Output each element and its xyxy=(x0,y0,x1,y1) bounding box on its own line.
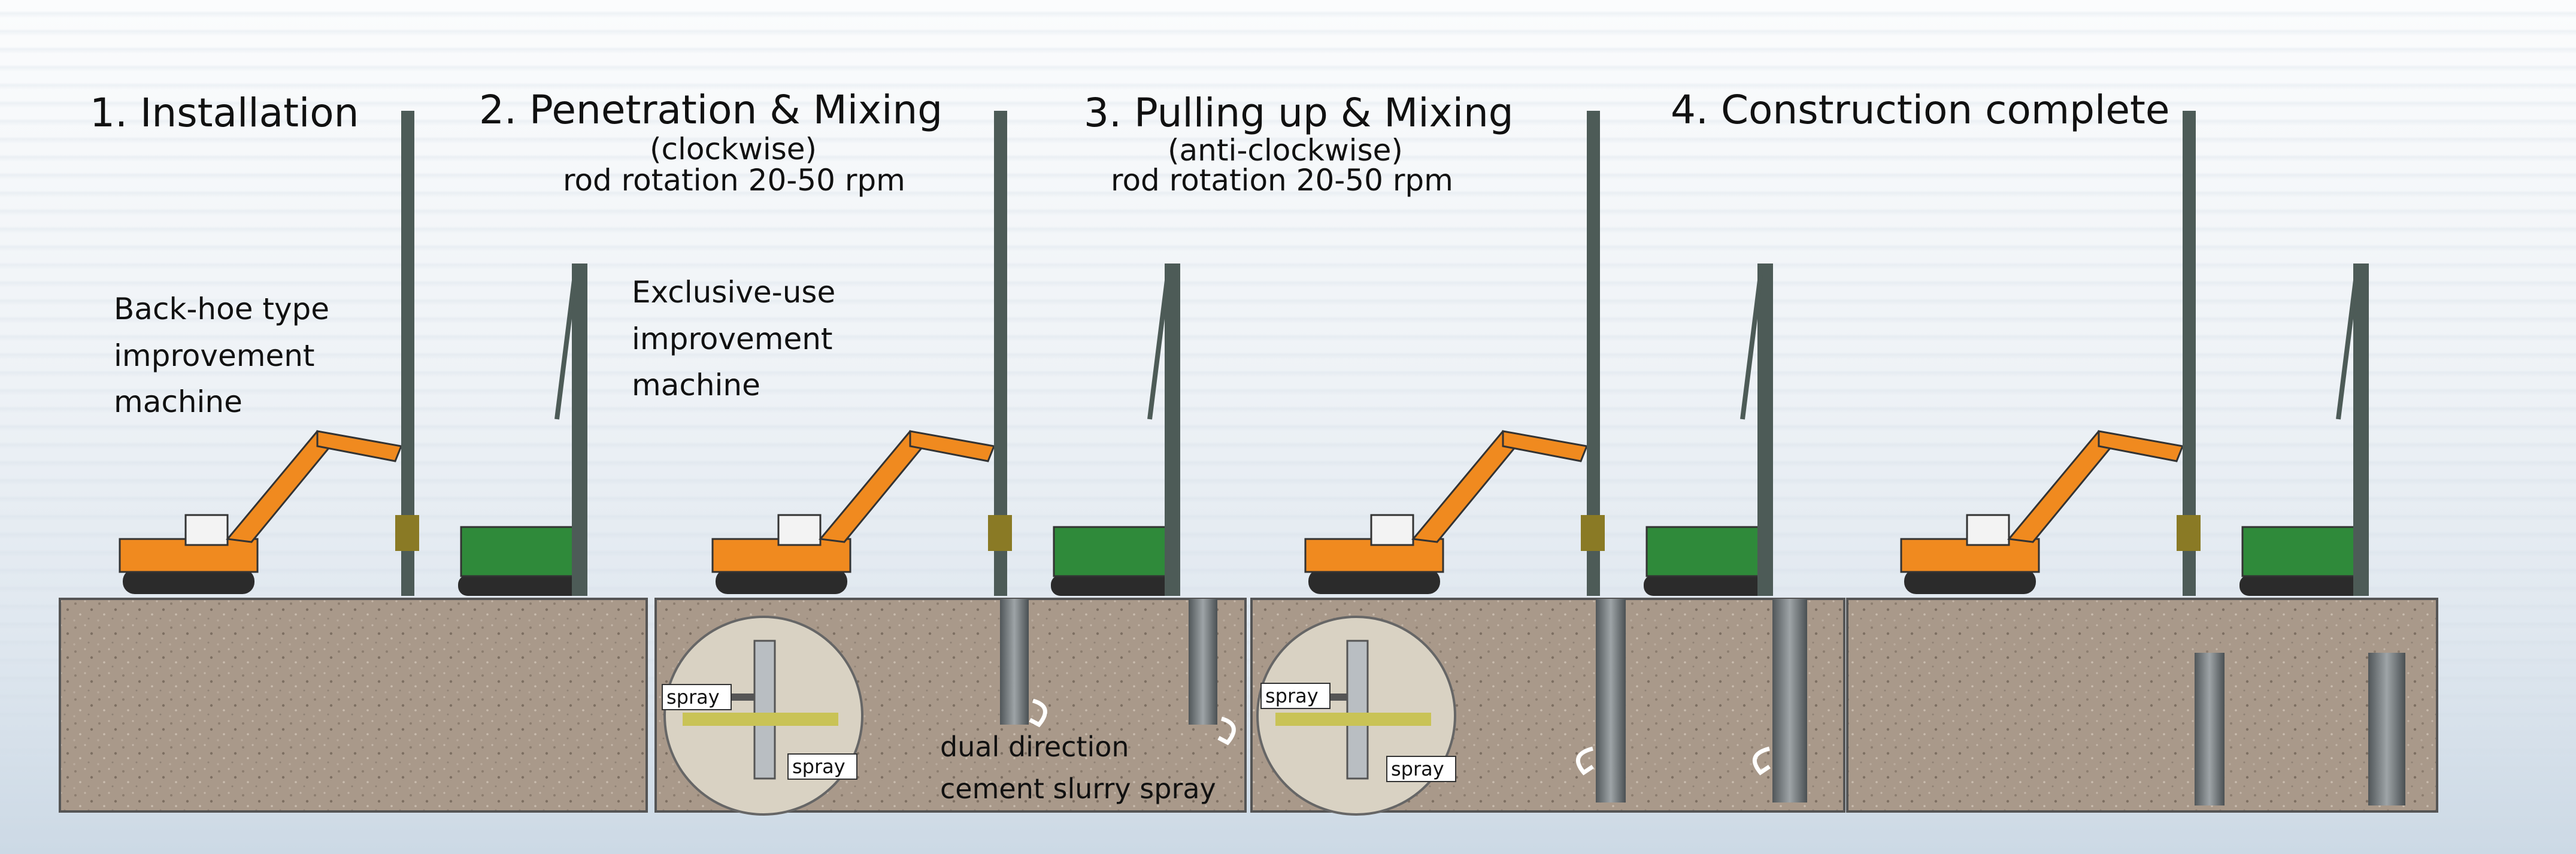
column-stage2-a xyxy=(1000,599,1029,725)
step3-rotation: (anti-clockwise) xyxy=(1168,133,1403,168)
backhoe-mast xyxy=(401,111,414,596)
step2-speed: rod rotation 20-50 rpm xyxy=(563,163,905,198)
column-stage2-b xyxy=(1189,599,1217,725)
column-stage4-b xyxy=(2368,653,2405,805)
detail-circle-stage2 xyxy=(663,616,863,816)
rotation-arrow-2a xyxy=(1029,698,1047,728)
exclusive-label: Exclusive-use improvement machine xyxy=(632,275,836,402)
column-stage3-a xyxy=(1596,599,1626,802)
rotation-arrow-3a xyxy=(1576,746,1594,776)
dual-direction-line1: dual direction xyxy=(940,731,1129,763)
rotation-arrow-2b xyxy=(1217,716,1236,746)
step1-title: 1. Installation xyxy=(90,90,359,136)
column-stage3-b xyxy=(1772,599,1807,802)
exclusive-machine xyxy=(458,264,587,596)
backhoe-label: Back-hoe type improvement machine xyxy=(114,292,330,419)
detail-circle-stage3 xyxy=(1256,616,1456,816)
machine-set-1 xyxy=(119,111,587,596)
spray-label-2b: spray xyxy=(787,753,857,780)
step2-title: 2. Penetration & Mixing xyxy=(479,87,943,133)
soil-panel-1 xyxy=(59,598,648,813)
step3-title: 3. Pulling up & Mixing xyxy=(1084,90,1514,136)
step2-rotation: (clockwise) xyxy=(650,132,817,166)
backhoe-machine xyxy=(119,430,403,594)
step4-title: 4. Construction complete xyxy=(1671,87,2170,133)
dual-direction-line2: cement slurry spray xyxy=(940,773,1216,805)
machine-set-4 xyxy=(1901,111,2369,596)
step3-speed: rod rotation 20-50 rpm xyxy=(1111,163,1453,198)
column-stage4-a xyxy=(2195,653,2225,805)
rotation-arrow-3b xyxy=(1753,746,1771,776)
spray-label-3b: spray xyxy=(1386,756,1456,782)
spray-label-2a: spray xyxy=(662,684,732,710)
soil-panel-4 xyxy=(1846,598,2438,813)
spray-label-3a: spray xyxy=(1260,683,1331,709)
